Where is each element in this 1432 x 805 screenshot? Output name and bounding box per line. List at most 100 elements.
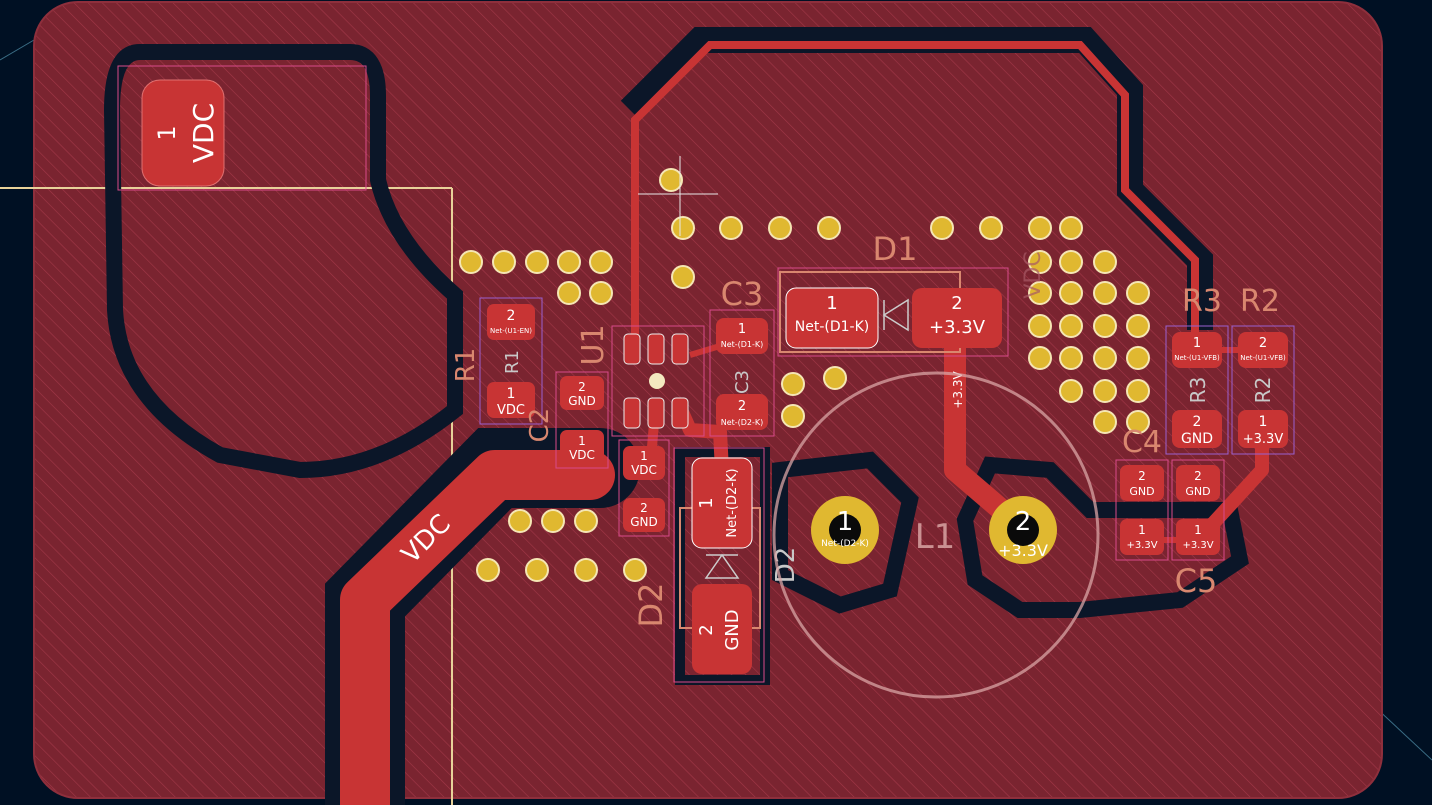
footprint-r3[interactable]: 1 Net-(U1-VFB) 2 GND R3 R3 xyxy=(1165,284,1229,455)
pad-c2-1-num: 1 xyxy=(578,434,586,448)
footprint-r1[interactable]: 2 Net-(U1-EN) 1 VDC R1 R1 xyxy=(451,297,543,425)
via[interactable] xyxy=(525,250,549,274)
via[interactable] xyxy=(1093,281,1117,305)
pad-c1-1[interactable] xyxy=(623,446,665,480)
pad-c1-2[interactable] xyxy=(623,498,665,532)
via[interactable] xyxy=(979,216,1003,240)
via[interactable] xyxy=(557,281,581,305)
via[interactable] xyxy=(817,216,841,240)
via[interactable] xyxy=(1028,216,1052,240)
pad-d2-1-net: Net-(D2-K) xyxy=(725,468,740,537)
via[interactable] xyxy=(1059,281,1083,305)
footprint-u1[interactable]: U1 xyxy=(576,324,705,437)
pad-r2-2-num: 2 xyxy=(1259,336,1267,351)
pad-r3-2[interactable] xyxy=(1172,410,1222,448)
pad-c2-1-net: VDC xyxy=(569,448,595,462)
via[interactable] xyxy=(1093,314,1117,338)
footprint-c5[interactable]: 2 GND 1 +3.3V C5 xyxy=(1171,459,1225,600)
pad-c4-1[interactable] xyxy=(1120,519,1164,555)
pad-j1-1[interactable] xyxy=(141,79,225,187)
via[interactable] xyxy=(671,265,695,289)
via[interactable] xyxy=(1059,250,1083,274)
footprint-j1[interactable]: 1 VDC xyxy=(117,65,367,191)
via[interactable] xyxy=(459,250,483,274)
via[interactable] xyxy=(541,509,565,533)
pad-r2-1[interactable] xyxy=(1238,410,1288,448)
via[interactable] xyxy=(781,404,805,428)
pad-c2-2[interactable] xyxy=(560,376,604,410)
pad-r1-2[interactable] xyxy=(487,304,535,340)
pad-d1-1[interactable] xyxy=(785,287,879,349)
pad-c5-1[interactable] xyxy=(1176,519,1220,555)
via[interactable] xyxy=(1093,379,1117,403)
pad-c2-1[interactable] xyxy=(560,430,604,464)
via[interactable] xyxy=(930,216,954,240)
pad-u1-4[interactable] xyxy=(623,397,641,429)
pad-c3-1[interactable] xyxy=(716,318,768,354)
via[interactable] xyxy=(1093,250,1117,274)
via[interactable] xyxy=(659,168,683,192)
via[interactable] xyxy=(589,250,613,274)
pad-u1-6[interactable] xyxy=(671,397,689,429)
footprint-c3[interactable]: 1 Net-(D1-K) 2 Net-(D2-K) C3 C3 xyxy=(709,275,775,437)
via[interactable] xyxy=(1059,216,1083,240)
via[interactable] xyxy=(574,558,598,582)
via[interactable] xyxy=(1126,346,1150,370)
via[interactable] xyxy=(1093,410,1117,434)
pad-d1-2[interactable] xyxy=(912,288,1002,348)
pad-c5-2[interactable] xyxy=(1176,465,1220,501)
via[interactable] xyxy=(1126,314,1150,338)
pad-c3-2[interactable] xyxy=(716,394,768,430)
footprint-c4[interactable]: 2 GND 1 +3.3V C4 xyxy=(1115,425,1169,561)
pad-c3-1-net: Net-(D1-K) xyxy=(721,340,764,349)
footprint-c1[interactable]: 1 VDC 2 GND xyxy=(618,439,670,537)
pad-u1-2[interactable] xyxy=(647,333,665,365)
pad-r1-1[interactable] xyxy=(487,382,535,418)
via[interactable] xyxy=(574,509,598,533)
footprint-c2[interactable]: 2 GND 1 VDC C2 xyxy=(525,371,609,469)
pad-d2-1[interactable] xyxy=(691,457,753,549)
via[interactable] xyxy=(476,558,500,582)
pad-r2-1-net: +3.3V xyxy=(1243,432,1284,447)
trace-vdc[interactable] xyxy=(340,450,615,805)
via[interactable] xyxy=(623,558,647,582)
pad-r3-1[interactable] xyxy=(1172,332,1222,368)
via[interactable] xyxy=(671,216,695,240)
pad-c4-2[interactable] xyxy=(1120,465,1164,501)
via[interactable] xyxy=(1059,314,1083,338)
via[interactable] xyxy=(508,509,532,533)
via[interactable] xyxy=(1093,346,1117,370)
via[interactable] xyxy=(823,366,847,390)
pad-u1-1[interactable] xyxy=(623,333,641,365)
via-group xyxy=(459,168,1150,582)
pad-r2-1-num: 1 xyxy=(1259,414,1268,430)
via[interactable] xyxy=(589,281,613,305)
pad-u1-5[interactable] xyxy=(647,397,665,429)
courtyard-u1 xyxy=(611,325,705,437)
footprint-l1[interactable]: 1 Net-(D2-K) 2 +3.3V L1 xyxy=(772,371,1100,699)
footprint-d1[interactable]: 1 Net-(D1-K) 2 +3.3V D1 xyxy=(777,230,1009,357)
trace-top-loop[interactable] xyxy=(631,41,1199,345)
pad-u1-3[interactable] xyxy=(671,333,689,365)
via[interactable] xyxy=(1028,314,1052,338)
via[interactable] xyxy=(719,216,743,240)
footprint-r2[interactable]: 2 Net-(U1-VFB) 1 +3.3V R2 R2 xyxy=(1231,284,1295,455)
pad-r2-2[interactable] xyxy=(1238,332,1288,368)
via[interactable] xyxy=(1059,379,1083,403)
via[interactable] xyxy=(525,558,549,582)
via[interactable] xyxy=(1126,410,1150,434)
via[interactable] xyxy=(1028,281,1052,305)
via[interactable] xyxy=(781,372,805,396)
via[interactable] xyxy=(492,250,516,274)
via[interactable] xyxy=(1126,379,1150,403)
via[interactable] xyxy=(1028,346,1052,370)
pad-d2-2[interactable] xyxy=(692,584,752,674)
courtyard-r1 xyxy=(479,297,543,425)
via[interactable] xyxy=(1126,281,1150,305)
via[interactable] xyxy=(768,216,792,240)
courtyard-c4 xyxy=(1115,459,1169,561)
via[interactable] xyxy=(557,250,581,274)
via[interactable] xyxy=(1059,346,1083,370)
via[interactable] xyxy=(1028,250,1052,274)
